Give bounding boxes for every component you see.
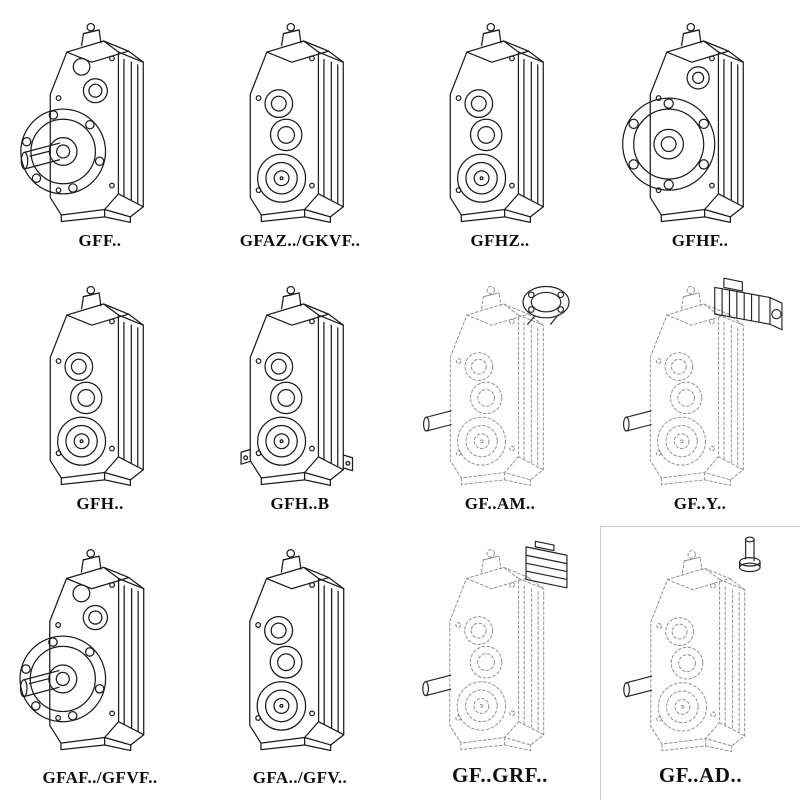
gearbox-cell-gfaf-gfvf: GFAF../GFVF.. <box>0 526 200 800</box>
gearbox-model-label: GFAF../GFVF.. <box>42 768 158 787</box>
gearbox-illustration-finned-block <box>422 540 568 752</box>
gearbox-cell-gf-y: GF..Y.. <box>600 263 800 526</box>
gearbox-illustration-iec-adapter <box>422 285 570 486</box>
gearbox-illustration-hollow-shaft <box>249 549 345 752</box>
gearbox-model-label: GFAZ../GKVF.. <box>239 231 361 250</box>
gearbox-illustration-hollow-shaft-feet <box>240 285 354 487</box>
gearbox-model-label: GF..AD.. <box>658 763 743 787</box>
gearbox-cell-gfaz-gkvf: GFAZ../GKVF.. <box>200 0 400 263</box>
gearbox-cell-gfa-gfv: GFA../GFV.. <box>200 526 400 800</box>
gearbox-illustration-hollow-shaft <box>49 285 144 487</box>
gearbox-model-label: GFH.. <box>76 494 124 513</box>
gearbox-model-label: GFF.. <box>78 231 122 250</box>
gearbox-cell-gf-am: GF..AM.. <box>400 263 600 526</box>
gearbox-model-label: GFHF.. <box>671 231 729 250</box>
gearbox-cell-gfh-b: GFH..B <box>200 263 400 526</box>
gearbox-model-label: GF..Y.. <box>673 494 727 513</box>
gearbox-model-label: GFH..B <box>270 494 330 513</box>
gearbox-cell-gf-grf: GF..GRF.. <box>400 526 600 800</box>
gearbox-illustration-flange-shaft <box>19 549 145 752</box>
gearbox-illustration-hollow-shaft <box>249 22 344 224</box>
gearbox-cell-gfhf: GFHF.. <box>600 0 800 263</box>
gearbox-cell-gff: GFF.. <box>0 0 200 263</box>
gearbox-model-label: GFHZ.. <box>470 231 530 250</box>
gearbox-illustration-hollow-shrink-disc <box>449 22 544 224</box>
gearbox-model-label: GF..GRF.. <box>451 763 549 787</box>
gearbox-cell-gf-ad: GF..AD.. <box>600 526 800 800</box>
gearbox-illustration-input-shaft-adapter <box>622 536 761 753</box>
gearbox-cell-gfh: GFH.. <box>0 263 200 526</box>
gearbox-illustration-flange-hollow <box>622 22 744 224</box>
gearbox-model-label: GFA../GFV.. <box>252 768 348 787</box>
gearbox-cell-gfhz: GFHZ.. <box>400 0 600 263</box>
gearbox-model-label: GF..AM.. <box>464 494 536 513</box>
gearbox-illustration-motor-mounted <box>622 277 783 486</box>
gearbox-illustration-flange-shaft <box>20 22 144 224</box>
